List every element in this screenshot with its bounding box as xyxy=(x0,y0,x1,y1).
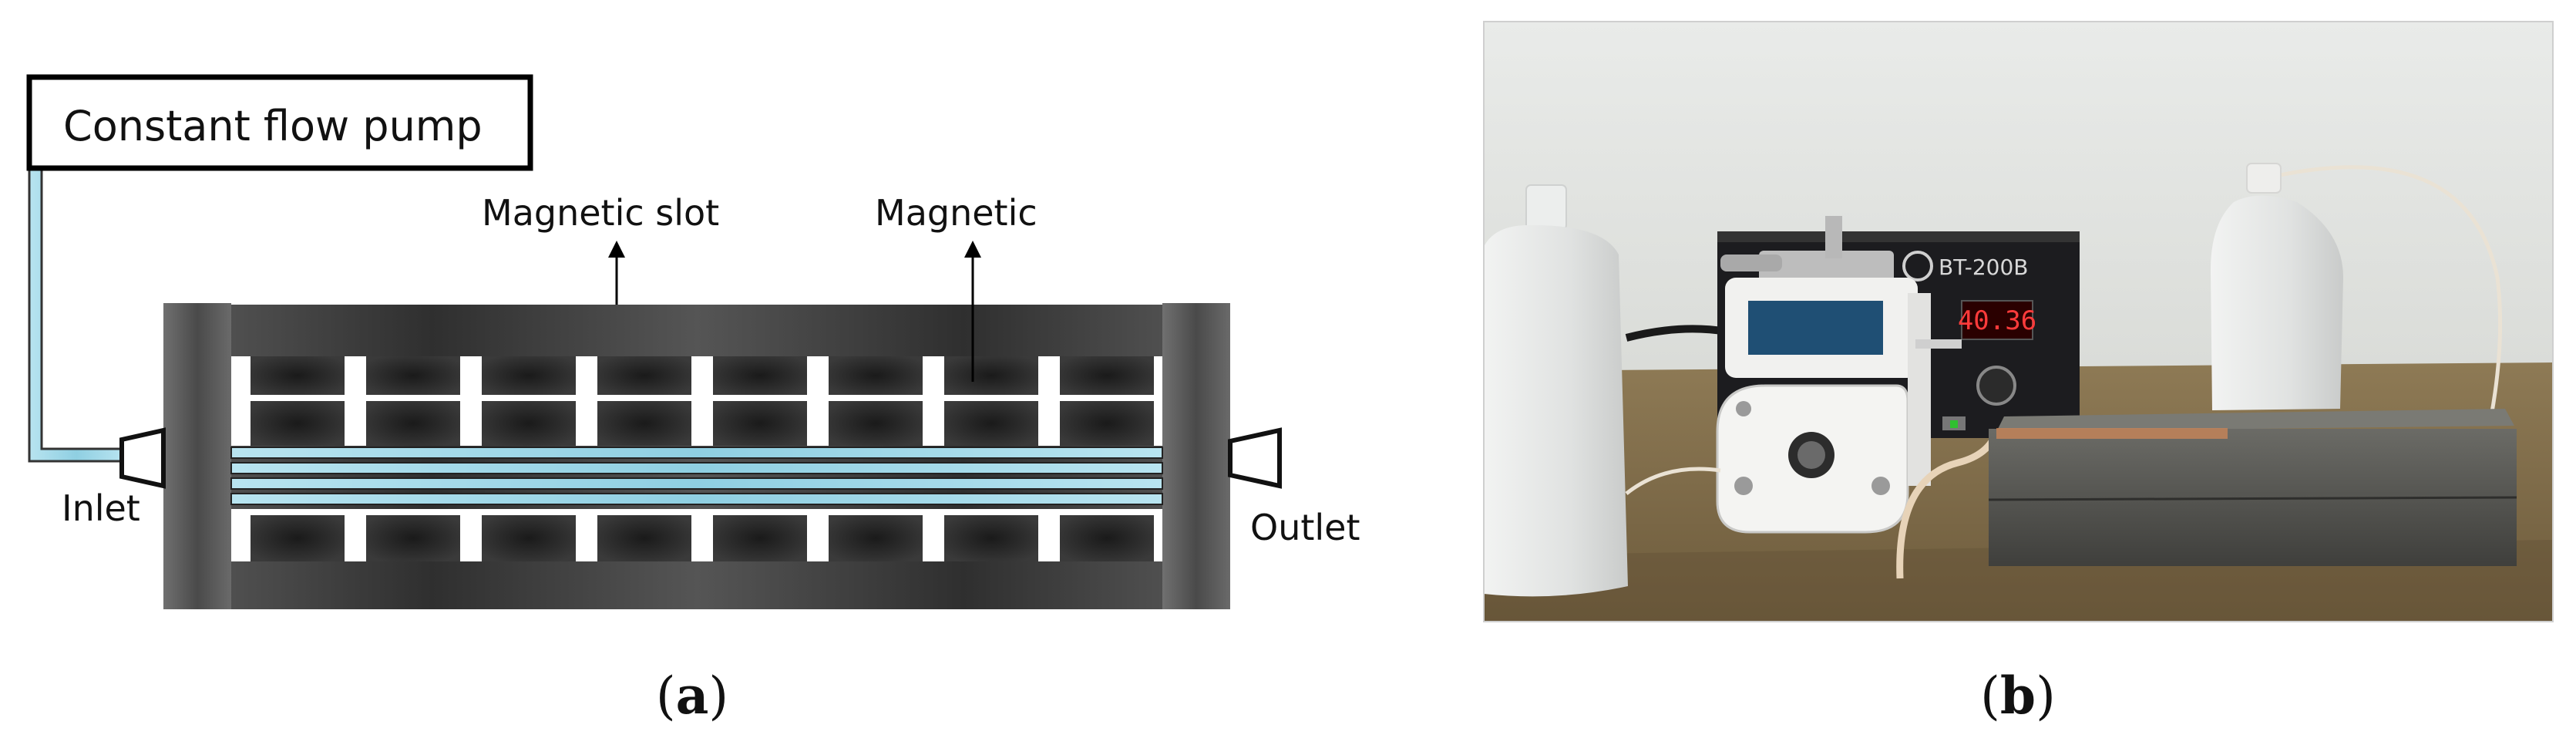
pump-label: Constant flow pump xyxy=(63,102,483,150)
magnet-block xyxy=(482,356,576,395)
magnet-block xyxy=(482,515,576,561)
pump-box: Constant flow pump xyxy=(26,74,533,171)
magnet-block xyxy=(251,356,345,395)
magnet-block xyxy=(829,515,923,561)
magnet-label: Magnetic xyxy=(875,192,1037,234)
magnet-block xyxy=(366,401,460,446)
pump-head xyxy=(1716,216,1962,534)
magnet-arrowhead xyxy=(964,241,981,258)
magnet-block xyxy=(1060,401,1154,446)
magnet-block xyxy=(829,401,923,446)
magnet-block xyxy=(597,356,691,395)
slot-arrowhead xyxy=(608,241,625,258)
magnet-block xyxy=(1060,515,1154,561)
end-cap-left xyxy=(163,303,231,609)
flow-tubes xyxy=(230,447,1163,505)
figure-a-diagram: Constant flow pump xyxy=(26,74,1360,726)
magnet-block xyxy=(251,401,345,446)
magnet-block xyxy=(597,401,691,446)
caption-a: (a) xyxy=(656,666,728,726)
magnet-block xyxy=(366,515,460,561)
figure-b-photo: BT-200B 40.36 xyxy=(1483,21,2554,726)
photo-frame xyxy=(1483,21,2554,622)
end-cap-right xyxy=(1162,303,1230,609)
magnet-block xyxy=(597,515,691,561)
lower-magnets xyxy=(251,515,1154,561)
slot-label: Magnetic slot xyxy=(482,192,719,234)
pump-display: 40.36 xyxy=(1958,305,2036,336)
magnet-block xyxy=(944,356,1038,395)
feed-tube xyxy=(28,141,125,463)
outlet-nozzle xyxy=(1228,427,1282,489)
magnet-block xyxy=(944,515,1038,561)
upper-magnets-row2 xyxy=(251,401,1154,446)
inlet-nozzle xyxy=(119,427,166,489)
magnet-block xyxy=(713,401,807,446)
magnet-block xyxy=(713,515,807,561)
pump-model-label: BT-200B xyxy=(1939,255,2029,280)
magnet-block xyxy=(251,515,345,561)
magnet-block-photo xyxy=(1988,409,2517,566)
upper-magnets xyxy=(251,356,1154,395)
magnet-block xyxy=(944,401,1038,446)
magnet-block xyxy=(482,401,576,446)
magnet-block xyxy=(1060,356,1154,395)
left-bottle xyxy=(1484,184,1628,597)
right-bottle xyxy=(2211,163,2343,410)
outlet-label: Outlet xyxy=(1250,507,1360,548)
magnet-block xyxy=(366,356,460,395)
magnet-block xyxy=(829,356,923,395)
caption-b: (b) xyxy=(1980,666,2056,726)
magnet-block xyxy=(713,356,807,395)
inlet-label: Inlet xyxy=(62,487,140,529)
